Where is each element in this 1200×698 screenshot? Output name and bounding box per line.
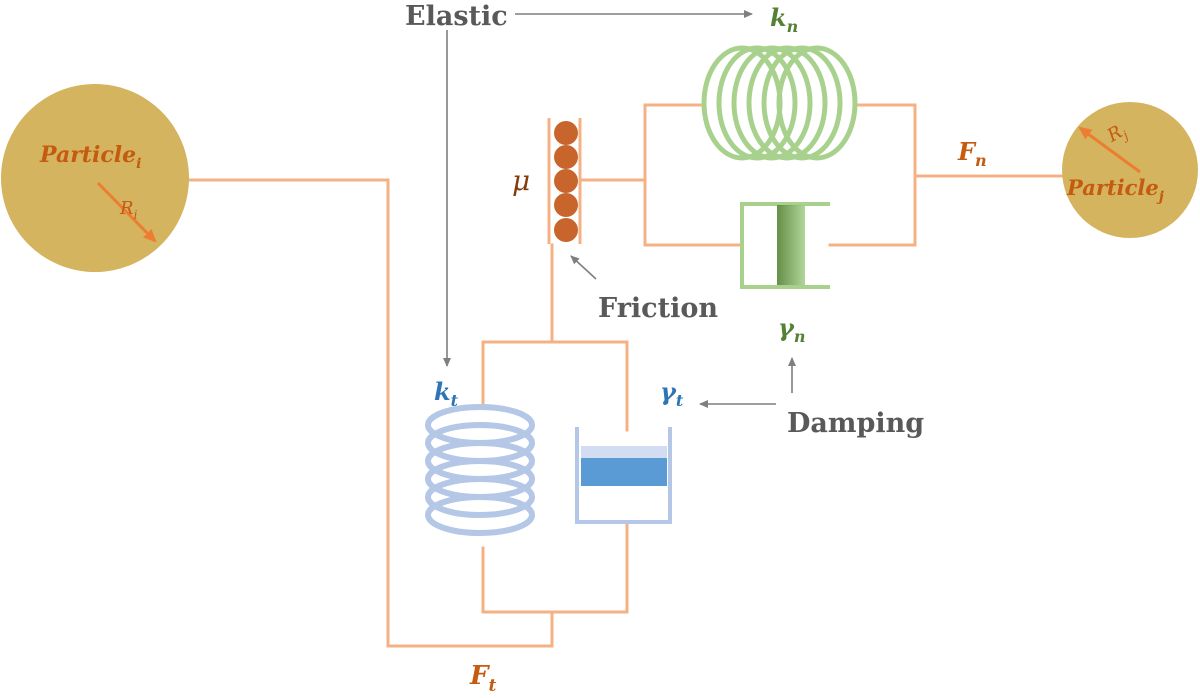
friction-ball <box>554 218 578 242</box>
damping-label: Damping <box>787 408 924 439</box>
gamma-n-label-main: γ <box>778 313 795 342</box>
particle-i-label: Particlei <box>39 142 141 172</box>
particle-i-circle <box>1 84 189 272</box>
kt-label-sub: t <box>451 391 459 410</box>
elastic-label: Elastic <box>405 1 508 32</box>
wire-normal-right <box>828 103 917 247</box>
gamma-t-label-sub: t <box>676 391 684 410</box>
wire-particle-i <box>186 178 554 648</box>
wire-top-loop <box>481 340 629 432</box>
radius-i-label-sub: i <box>134 208 138 222</box>
particle-i-label-sub: i <box>136 156 141 172</box>
gamma-n-label-sub: n <box>794 327 806 346</box>
wires <box>186 103 1064 648</box>
particle-j: Rj Particlej <box>1062 102 1198 238</box>
fn-label: Fn <box>957 137 987 170</box>
annotation-arrows <box>443 10 796 408</box>
particle-j-label-sub: j <box>1156 189 1164 205</box>
mu-label: μ <box>512 164 530 197</box>
radius-j-arrow <box>1078 126 1141 174</box>
ft-label: Ft <box>469 661 496 696</box>
friction-ball <box>554 145 578 169</box>
kn-label-main: k <box>770 3 787 32</box>
tangential-damper-piston <box>581 458 667 486</box>
particle-i-label-main: Particle <box>39 142 136 168</box>
friction-arrow <box>570 255 597 280</box>
particle-j-label-main: Particle <box>1066 175 1159 200</box>
fn-label-sub: n <box>975 151 987 170</box>
radius-i-label-main: R <box>119 198 134 219</box>
normal-damper-cylinder <box>740 202 830 289</box>
kt-label: kt <box>434 377 459 410</box>
fn-label-main: F <box>957 137 977 166</box>
normal-damper-piston <box>777 205 805 285</box>
kn-label-sub: n <box>787 17 799 36</box>
tangential-spring <box>425 404 535 536</box>
ft-label-sub: t <box>488 676 496 696</box>
friction-element: μ <box>512 118 582 244</box>
wire-bottom-loop <box>481 523 629 614</box>
ft-label-main: F <box>469 661 490 691</box>
spring-coil <box>746 45 828 161</box>
radius-i-label: Ri <box>119 198 138 222</box>
spring-coil <box>731 45 813 161</box>
particle-i: Particlei Ri <box>1 84 189 272</box>
tangential-damper-cylinder <box>575 427 672 524</box>
gamma-t-label-main: γ <box>660 377 677 406</box>
tangential-damper <box>575 427 672 524</box>
particle-j-label: Particlej <box>1066 175 1164 205</box>
kt-label-main: k <box>434 377 451 406</box>
radius-i-arrow <box>96 181 157 243</box>
normal-spring <box>701 45 858 161</box>
friction-ball <box>554 193 578 217</box>
spring-coil <box>776 45 858 161</box>
spring-coil <box>716 45 798 161</box>
friction-ball <box>554 169 578 193</box>
kn-label: kn <box>770 3 798 36</box>
spring-coil <box>761 45 843 161</box>
spring-coil <box>425 476 535 518</box>
wire-normal-left <box>643 103 742 247</box>
tangential-damper-top <box>581 446 667 458</box>
normal-damper <box>740 202 830 289</box>
friction-ball <box>554 121 578 145</box>
spring-coil <box>425 494 535 536</box>
friction-label: Friction <box>598 293 718 324</box>
gamma-n-label: γn <box>778 313 805 346</box>
particle-j-circle <box>1062 102 1198 238</box>
gamma-t-label: γt <box>660 377 684 410</box>
